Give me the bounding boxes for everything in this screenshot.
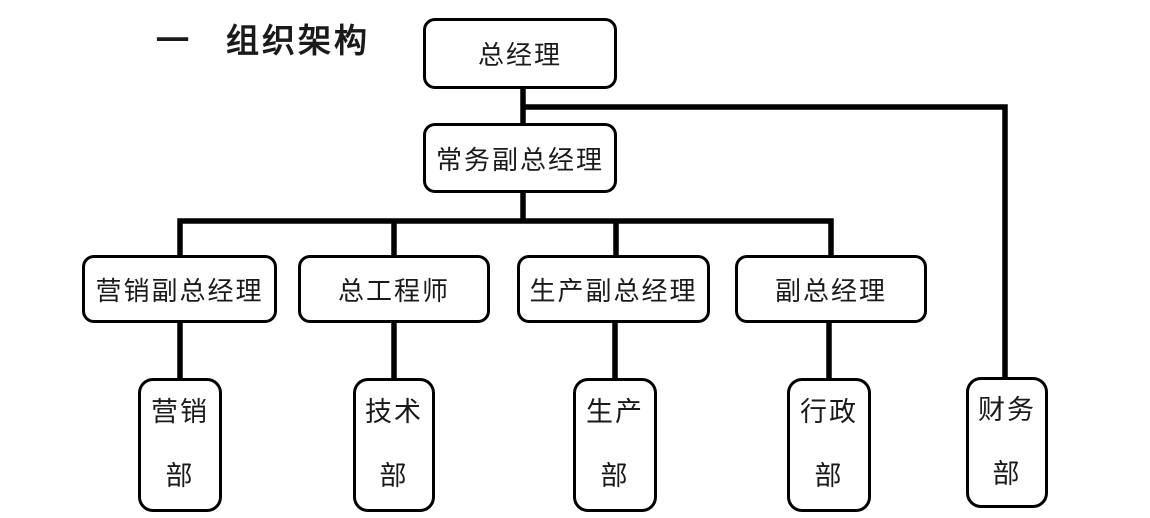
node-production-deputy-general-manager: 生产副总经理 (517, 255, 710, 323)
heading-text: 组织架构 (226, 21, 370, 60)
connector-gm-to-finance-dept (523, 104, 1008, 379)
node-production-dept: 生产 部 (573, 378, 657, 512)
node-executive-deputy-general-manager: 常务副总经理 (423, 123, 617, 193)
node-general-manager: 总经理 (423, 18, 617, 89)
node-deputy-general-manager: 副总经理 (735, 255, 927, 323)
connector-branch-bar (177, 218, 834, 258)
node-administration-dept: 行政 部 (787, 378, 871, 512)
page-title: 一 组织架构 (156, 14, 370, 62)
node-chief-engineer: 总工程师 (298, 255, 490, 323)
node-technical-dept: 技术 部 (353, 378, 435, 512)
node-finance-dept: 财务 部 (966, 377, 1048, 508)
node-marketing-dept: 营销 部 (138, 378, 222, 512)
heading-number: 一 (156, 21, 192, 60)
node-marketing-deputy-general-manager: 营销副总经理 (82, 255, 277, 323)
